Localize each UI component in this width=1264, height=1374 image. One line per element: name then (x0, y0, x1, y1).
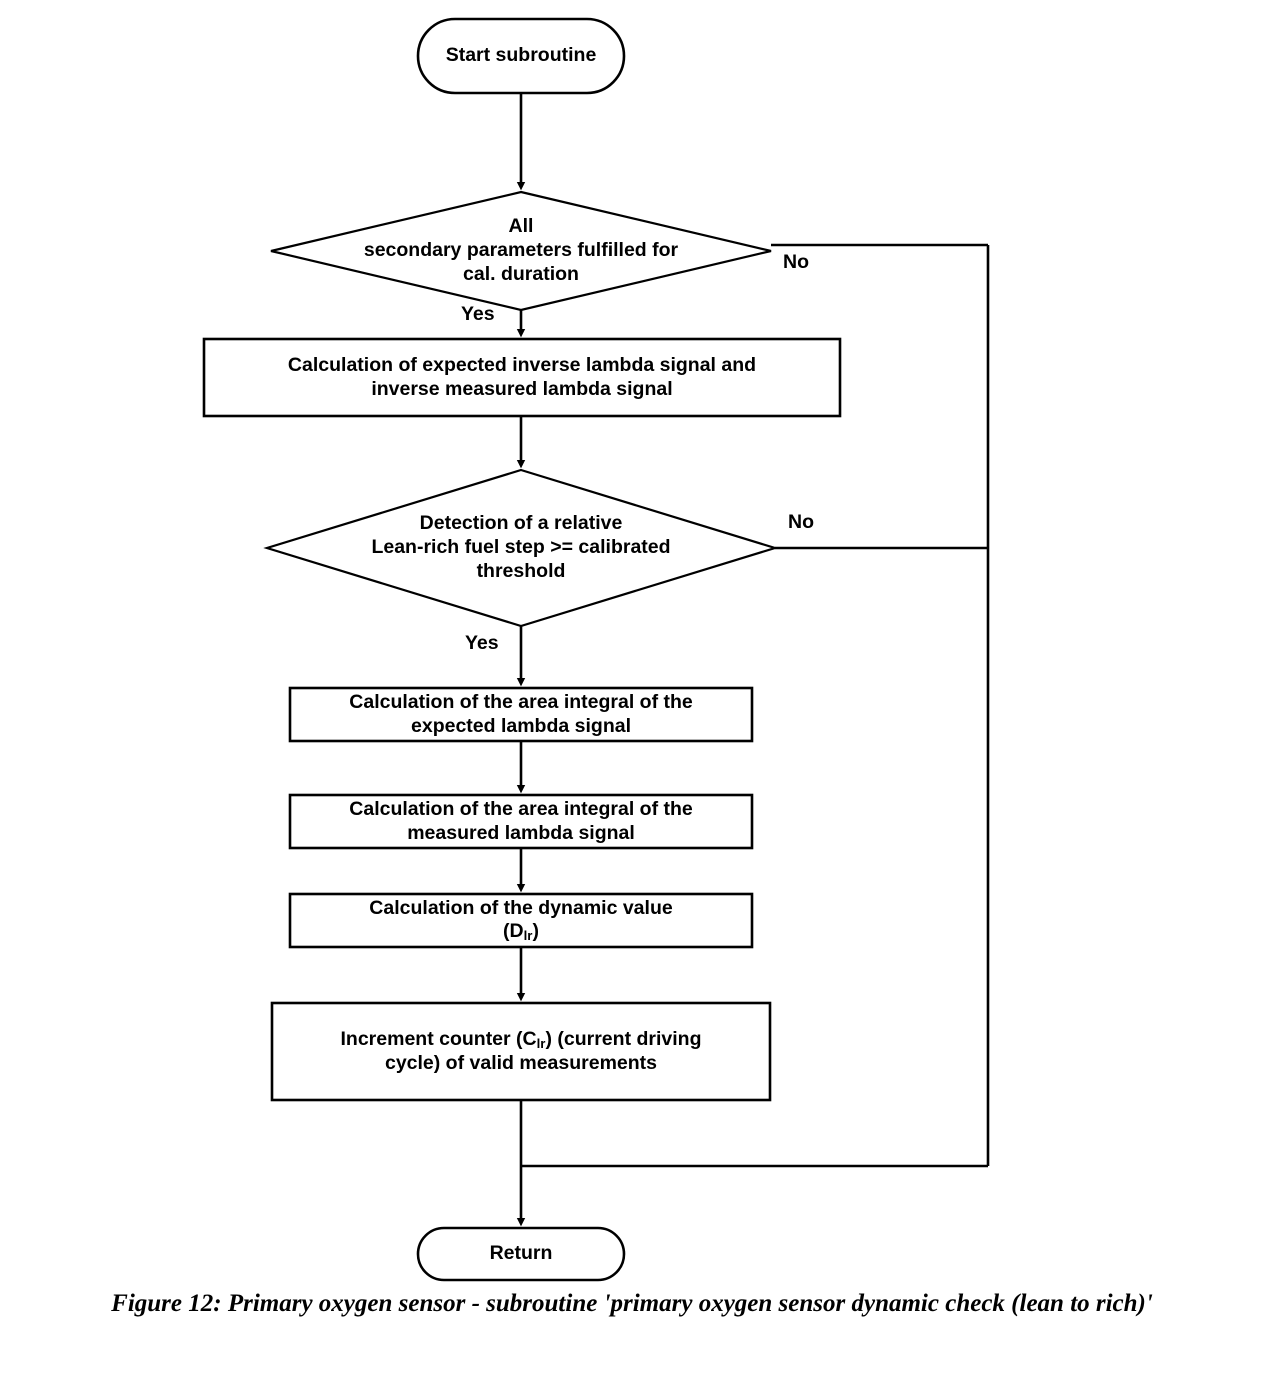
edge-label-decision1-no: No (783, 251, 809, 273)
node-decision1-shape (270, 190, 772, 312)
node-process5-shape (270, 1001, 772, 1102)
node-process3-shape (288, 793, 754, 850)
edge-label-decision1-yes: Yes (461, 303, 495, 325)
edge-label-decision2-no: No (788, 511, 814, 533)
edge-label-decision2-yes: Yes (465, 632, 499, 654)
node-start-shape (416, 17, 626, 95)
node-process2-shape (288, 686, 754, 743)
node-decision2-shape (263, 468, 779, 628)
node-process1-shape (202, 337, 842, 418)
figure-caption: Figure 12: Primary oxygen sensor - subro… (111, 1290, 1153, 1317)
node-process4-shape (288, 892, 754, 949)
node-end-shape (416, 1226, 626, 1282)
